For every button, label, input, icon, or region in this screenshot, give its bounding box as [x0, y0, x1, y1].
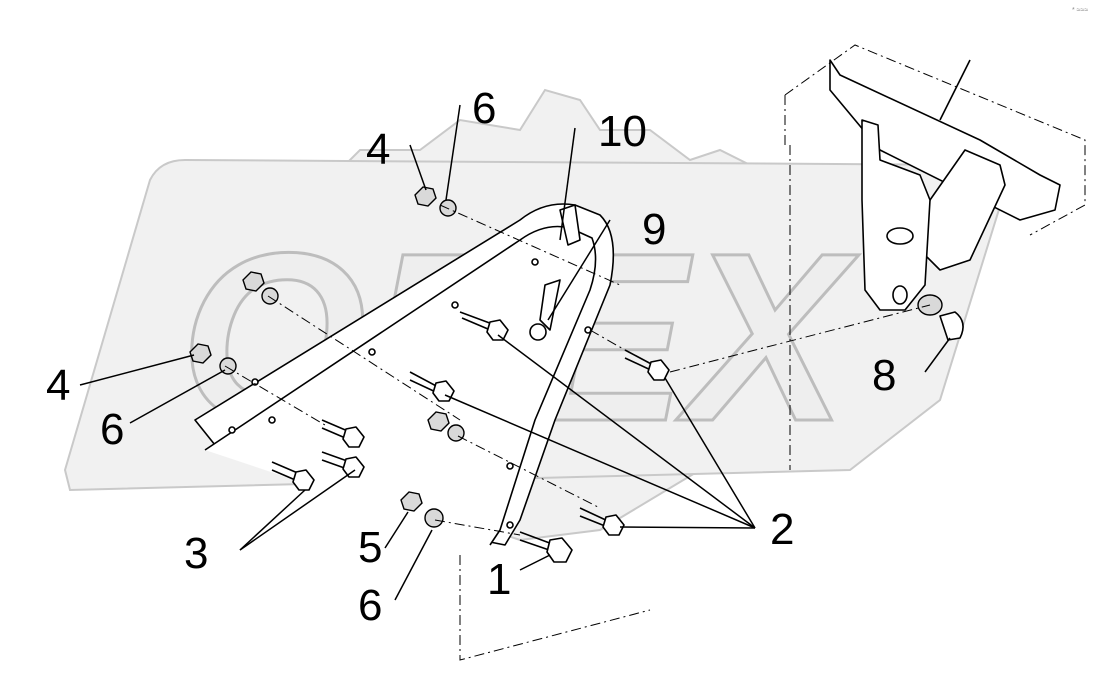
bolt-part-1	[519, 531, 573, 563]
fasteners	[189, 186, 964, 563]
callout-4-top: 4	[366, 125, 390, 174]
callout-4-left: 4	[46, 361, 70, 410]
callout-9: 9	[642, 205, 666, 254]
bolt-part-3a	[321, 419, 365, 448]
bolt-part-2d	[579, 507, 625, 536]
callout-6-top: 6	[472, 84, 496, 133]
callout-3: 3	[184, 529, 208, 578]
frame-structure	[459, 44, 1086, 661]
bolt-part-2a	[459, 311, 509, 341]
callout-6-left: 6	[100, 405, 124, 454]
callout-5: 5	[358, 523, 382, 572]
callout-8: 8	[872, 351, 896, 400]
bolt-part-3c	[271, 461, 315, 491]
center-lines	[224, 204, 931, 536]
callout-10: 10	[598, 107, 647, 156]
callout-6-bottom: 6	[358, 581, 382, 630]
leader-lines	[79, 104, 951, 601]
callout-2: 2	[770, 505, 794, 554]
bolt-part-2c	[624, 349, 670, 381]
bolt-part-3b	[321, 451, 365, 478]
part-10-bracket	[194, 203, 615, 546]
callouts: 1 2 3 4 4 5 6 6 6 8 9 10	[46, 84, 896, 630]
callout-1: 1	[487, 555, 511, 604]
corner-mark: * ≈≈≈	[1072, 7, 1088, 14]
